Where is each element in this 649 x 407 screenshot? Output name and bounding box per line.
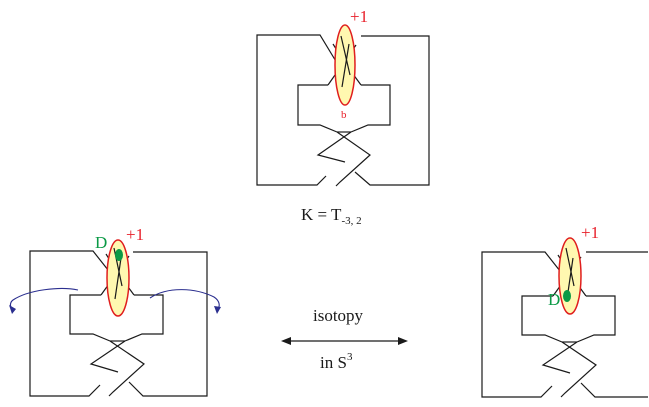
right-knot-diagram: D +1 <box>481 223 648 398</box>
disk-point-D <box>563 290 571 302</box>
isotopy-label: isotopy <box>313 306 364 325</box>
isotopy-arrow: isotopy in S3 <box>281 306 408 372</box>
knot-label: K = T-3, 2 <box>301 205 362 227</box>
disk-point-D <box>115 249 123 261</box>
isotopy-space-label: in S3 <box>320 351 353 372</box>
disk-label: b <box>341 109 347 121</box>
framing-label: +1 <box>350 7 368 26</box>
left-knot-diagram: D +1 <box>9 225 221 397</box>
rotation-arrow-icon <box>149 289 220 310</box>
framing-label: +1 <box>581 223 599 242</box>
top-knot-diagram: +1 b <box>256 7 430 187</box>
rotation-arrow-icon <box>9 287 79 312</box>
framing-label: +1 <box>126 225 144 244</box>
disk-point-label: D <box>95 233 107 252</box>
disk-point-label: D <box>548 290 560 309</box>
rotation-arrow-icon <box>9 305 16 314</box>
rotation-arrow-icon <box>214 306 221 314</box>
